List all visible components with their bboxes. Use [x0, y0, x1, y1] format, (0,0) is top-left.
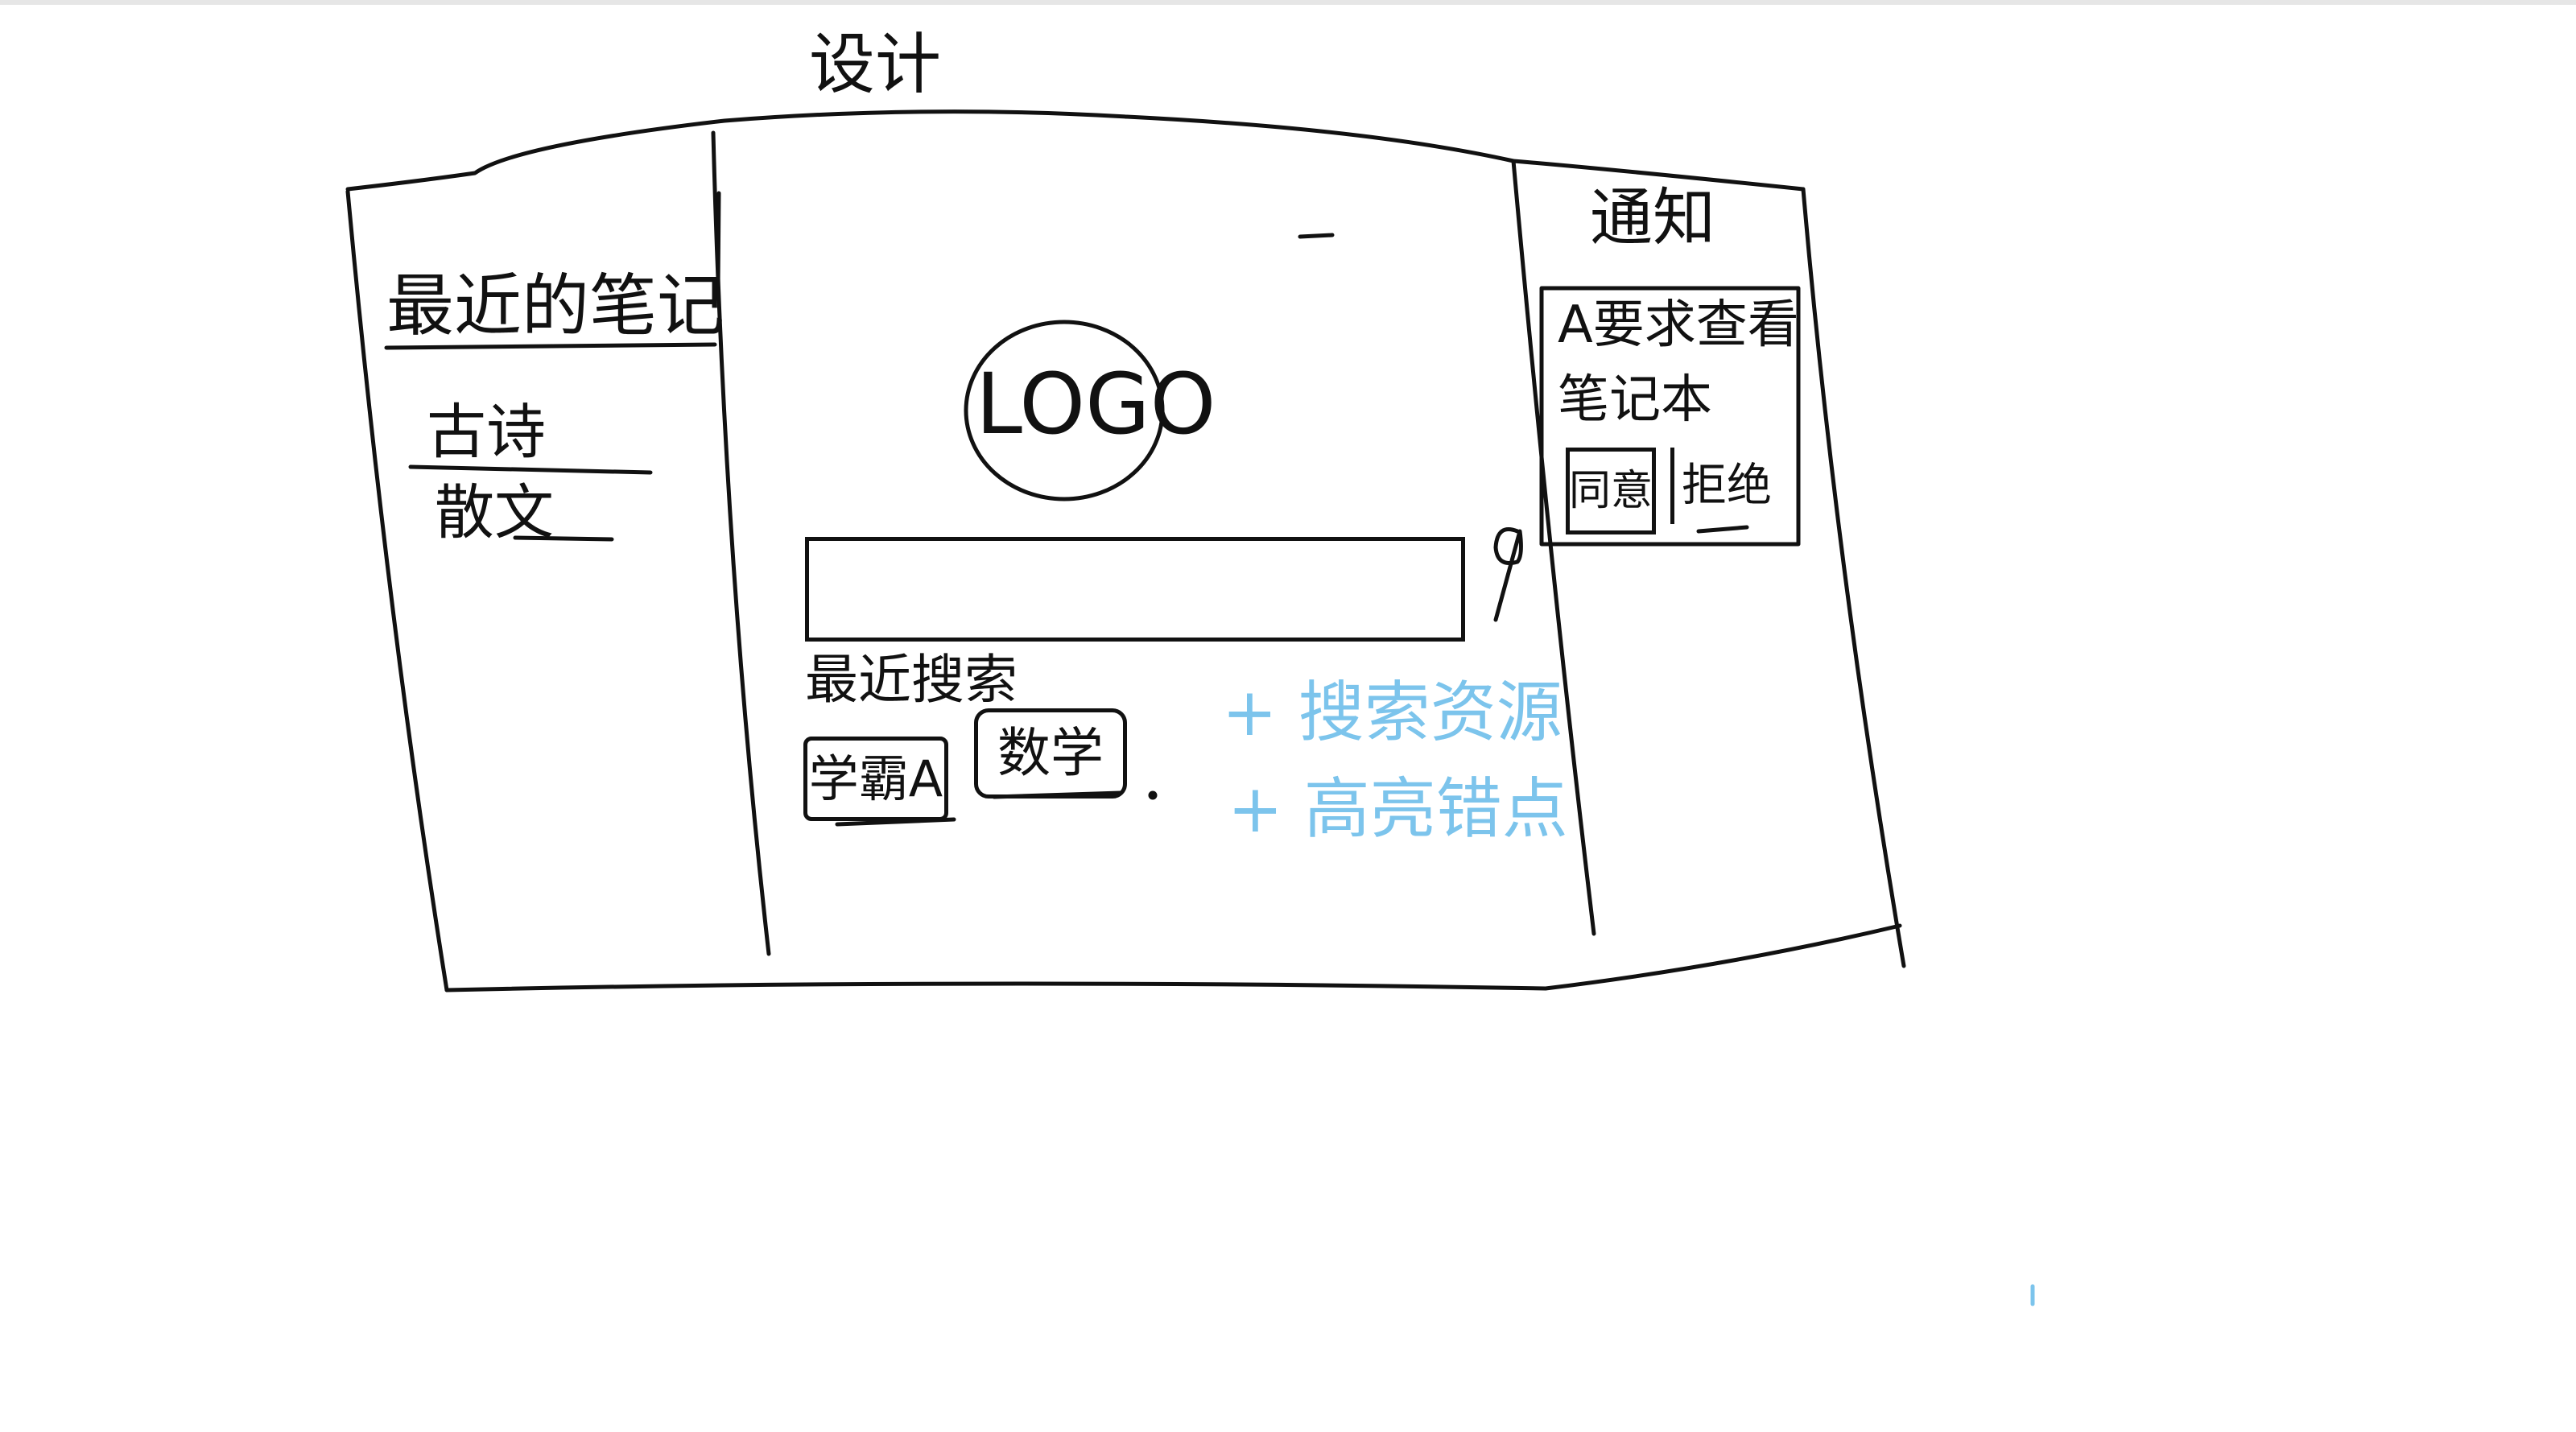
- annotation-highlight-errors: + 高亮错点: [1228, 771, 1568, 848]
- recent-search-title: 最近搜索: [805, 649, 1018, 711]
- reject-underline: [1696, 525, 1749, 534]
- frame-top-edge: [345, 109, 1806, 192]
- sidebar-item-sanwen[interactable]: 散文: [435, 478, 554, 547]
- recent-tag-label: 学霸A: [808, 749, 943, 808]
- notification-panel-frame: [1539, 286, 1801, 547]
- accept-button-label: 同意: [1569, 467, 1653, 515]
- recent-tag-label: 数学: [997, 722, 1104, 784]
- annotation-search-resources: + 搜索资源: [1222, 675, 1563, 751]
- decor-mark: [1298, 233, 1335, 239]
- accept-button[interactable]: 同意: [1566, 448, 1656, 534]
- reject-button-label: 拒绝: [1682, 459, 1772, 512]
- sidebar-item2-underline: [513, 535, 614, 542]
- notification-message-line2: 笔记本: [1558, 370, 1712, 430]
- recent-tag-xueba-a[interactable]: 学霸A: [803, 737, 948, 821]
- top-label: 设计: [809, 27, 942, 103]
- logo-text: LOGO: [976, 355, 1216, 453]
- divider-left: [711, 130, 771, 956]
- logo-circle: [964, 320, 1165, 501]
- top-bar: [0, 0, 2576, 5]
- frame-left-edge: [345, 189, 449, 992]
- search-icon: [1493, 527, 1523, 622]
- sidebar-title: 最近的笔记: [386, 266, 725, 345]
- divider-right: [1511, 159, 1596, 936]
- recent-tag-shuxue[interactable]: 数学: [974, 708, 1127, 799]
- sidebar-title-underline: [384, 342, 717, 350]
- dot: [1148, 790, 1158, 800]
- sidebar-item-underline: [408, 464, 653, 475]
- frame-right-edge: [1801, 187, 1906, 968]
- frame-bottom-edge: [444, 923, 1902, 992]
- reject-button[interactable]: 拒绝: [1670, 448, 1779, 524]
- divider-left-tick: [716, 191, 721, 288]
- sidebar-item-gushi[interactable]: 古诗: [427, 398, 546, 467]
- notifications-title: 通知: [1590, 182, 1716, 254]
- search-input[interactable]: [805, 537, 1465, 642]
- notification-message-line1: A要求查看: [1558, 295, 1799, 355]
